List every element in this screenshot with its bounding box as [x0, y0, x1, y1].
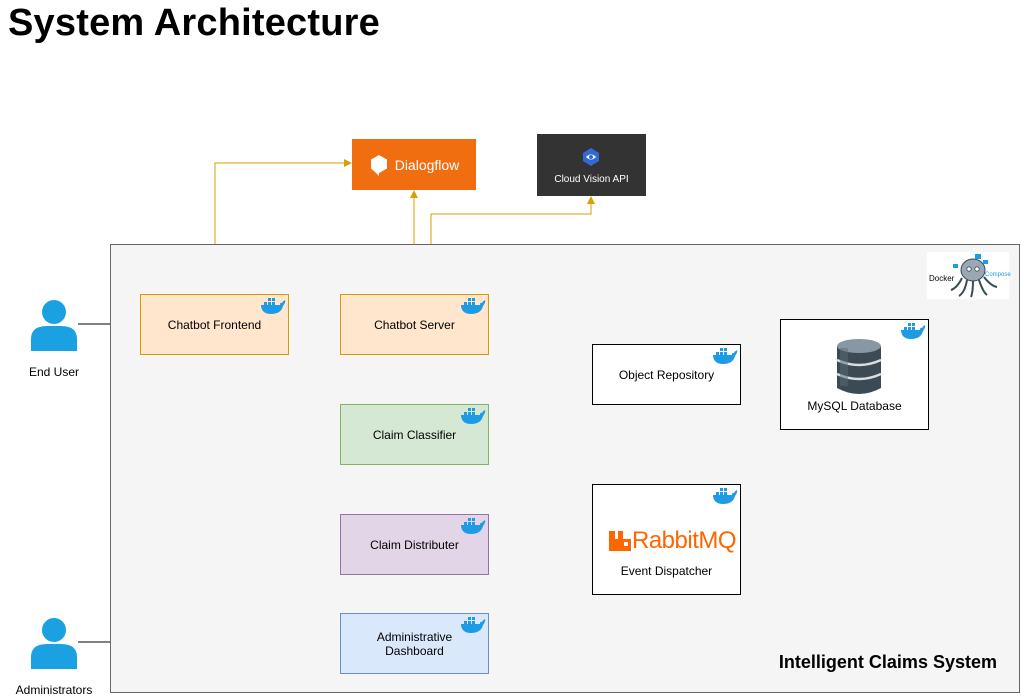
- rabbitmq-wordmark: RabbitMQ: [632, 527, 737, 554]
- cloud-vision-label: Cloud Vision API: [554, 174, 629, 185]
- dialogflow-icon: [370, 154, 387, 176]
- claim-distributer-node[interactable]: Claim Distributer: [340, 514, 489, 575]
- docker-icon: [713, 348, 738, 364]
- end-user-icon: [29, 299, 79, 351]
- cloud-vision-icon: [583, 148, 599, 166]
- admin-dashboard-label-line2: Dashboard: [385, 643, 444, 658]
- chatbot-server-node[interactable]: Chatbot Server: [340, 294, 489, 355]
- system-label: Intelligent Claims System: [778, 652, 997, 672]
- chatbot-server-label: Chatbot Server: [374, 317, 455, 332]
- chatbot-frontend-node[interactable]: Chatbot Frontend: [140, 294, 289, 355]
- claim-classifier-label: Claim Classifier: [372, 427, 457, 442]
- database-icon: [836, 339, 882, 394]
- cloud-vision-node[interactable]: Cloud Vision API: [537, 134, 646, 196]
- administrators-label: Administrators: [15, 683, 93, 697]
- admin-dashboard-label-line1: Administrative: [376, 629, 453, 644]
- claim-distributer-label: Claim Distributer: [370, 537, 459, 552]
- dialogflow-node[interactable]: Dialogflow: [352, 139, 476, 190]
- docker-icon: [713, 488, 738, 504]
- claim-classifier-node[interactable]: Claim Classifier: [340, 404, 489, 465]
- docker-compose-logo: Docker Compose: [927, 252, 1011, 299]
- event-dispatcher-label: Event Dispatcher: [620, 564, 713, 578]
- page-title: System Architecture: [8, 2, 380, 44]
- docker-icon: [461, 617, 486, 633]
- docker-icon: [261, 298, 286, 314]
- event-dispatcher-node[interactable]: RabbitMQ Event Dispatcher: [592, 484, 741, 595]
- compose-word: Docker: [929, 274, 955, 283]
- object-repository-label: Object Repository: [618, 367, 715, 382]
- mysql-database-label: MySQL Database: [807, 399, 902, 413]
- compose-sub: Compose: [985, 272, 1011, 278]
- octopus-icon: [950, 254, 998, 298]
- docker-icon: [901, 323, 926, 339]
- object-repository-node[interactable]: Object Repository: [592, 344, 741, 405]
- administrative-dashboard-node[interactable]: Administrative Dashboard: [340, 613, 489, 674]
- mysql-database-node[interactable]: MySQL Database: [780, 319, 929, 430]
- dialogflow-label: Dialogflow: [394, 156, 460, 173]
- administrators-icon: [29, 617, 79, 669]
- end-user-label: End User: [28, 365, 80, 379]
- docker-icon: [461, 298, 486, 314]
- docker-icon: [461, 518, 486, 534]
- rabbitmq-icon: [609, 531, 631, 551]
- docker-icon: [461, 408, 486, 424]
- chatbot-frontend-label: Chatbot Frontend: [167, 317, 262, 332]
